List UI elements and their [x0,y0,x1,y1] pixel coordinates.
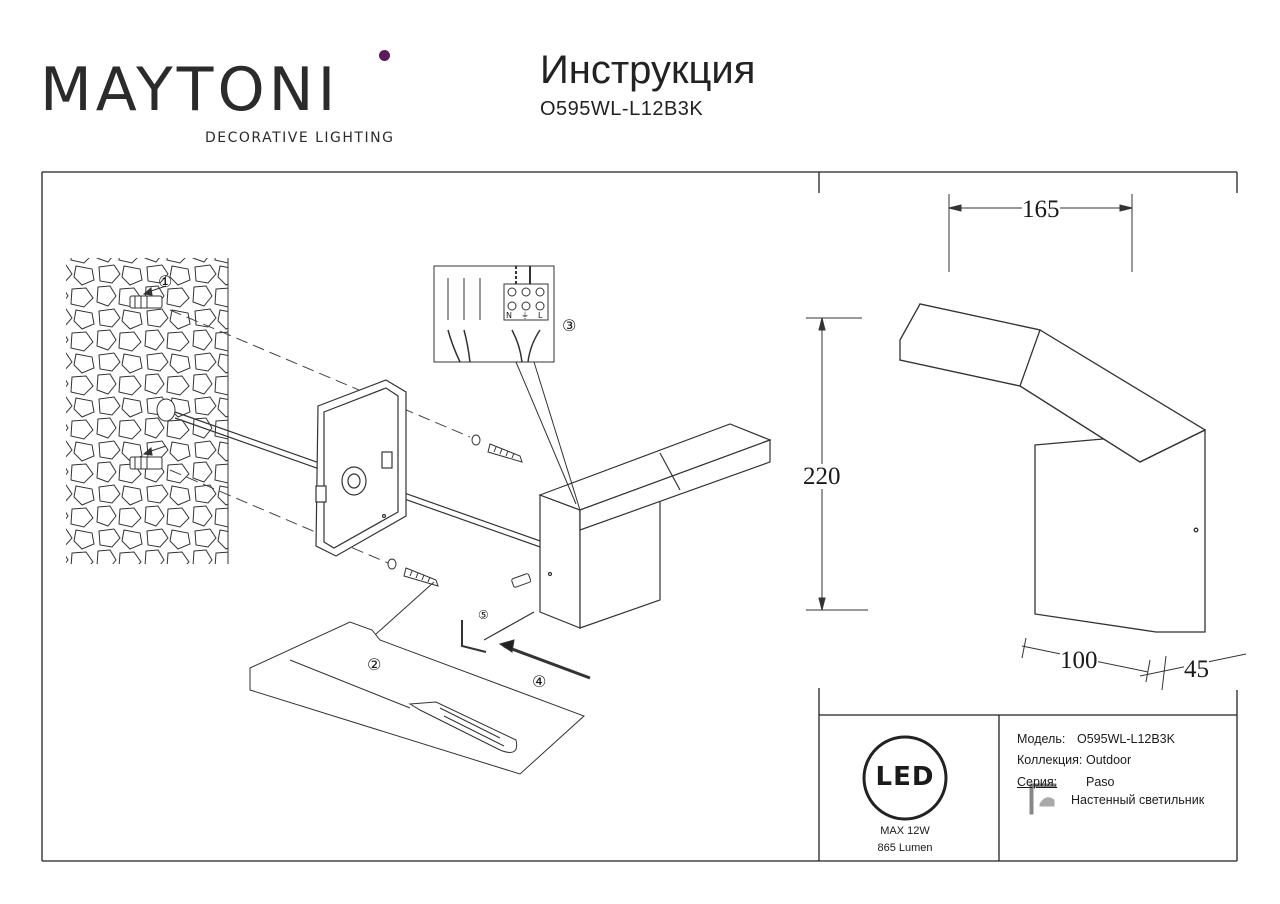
step-5-marker: ⑤ [478,608,489,622]
spec-collection-value: Outdoor [1086,753,1132,767]
terminal-ground-label: ⏚ [521,311,529,320]
spec-series-label: Серия: [1017,775,1058,789]
alignment-lines [169,309,471,567]
frame [41,171,1238,862]
spec-model-label: Модель: [1017,732,1066,746]
step-4-marker: ④ [532,672,547,691]
tools-inset [249,581,591,775]
model-code: O595WL-L12B3K [540,98,704,120]
terminal-l-label: L [538,311,543,320]
step-1-marker: ① [158,272,173,291]
dimension-height: 220 [803,463,841,490]
lamp-exploded [538,423,772,629]
screws [387,434,532,588]
wiring-inset [433,265,581,511]
dimension-width: 165 [1022,196,1060,223]
step-3-marker: ③ [562,316,577,335]
terminal-n-label: N [506,311,512,320]
mounting-plate [315,379,407,557]
spec-series-value: Paso [1086,775,1115,789]
stone-wall [66,258,229,564]
brand-tagline: DECORATIVE LIGHTING [205,130,395,146]
wall-lamp-icon [1029,783,1057,815]
lamp-dimension-view [899,303,1207,633]
step-2-marker: ② [367,655,382,674]
brand-logo: MAYTONI DECORATIVE LIGHTING [40,48,400,148]
page-title: Инструкция [540,48,756,92]
spec-collection-label: Коллекция: [1017,753,1083,767]
dimension-depth-base: 100 [1060,647,1098,674]
spec-type-value: Настенный светильник [1071,793,1205,807]
led-badge-label: LED [875,762,935,792]
wall-plugs [129,285,167,470]
led-lumen: 865 Lumen [877,842,933,854]
logo-dot-icon [379,50,390,61]
dimension-depth-top: 45 [1184,656,1209,683]
spec-model-value: O595WL-L12B3K [1077,732,1175,746]
brand-name: MAYTONI [40,55,340,125]
led-power: MAX 12W [880,825,930,837]
led-badge-icon [862,735,948,821]
